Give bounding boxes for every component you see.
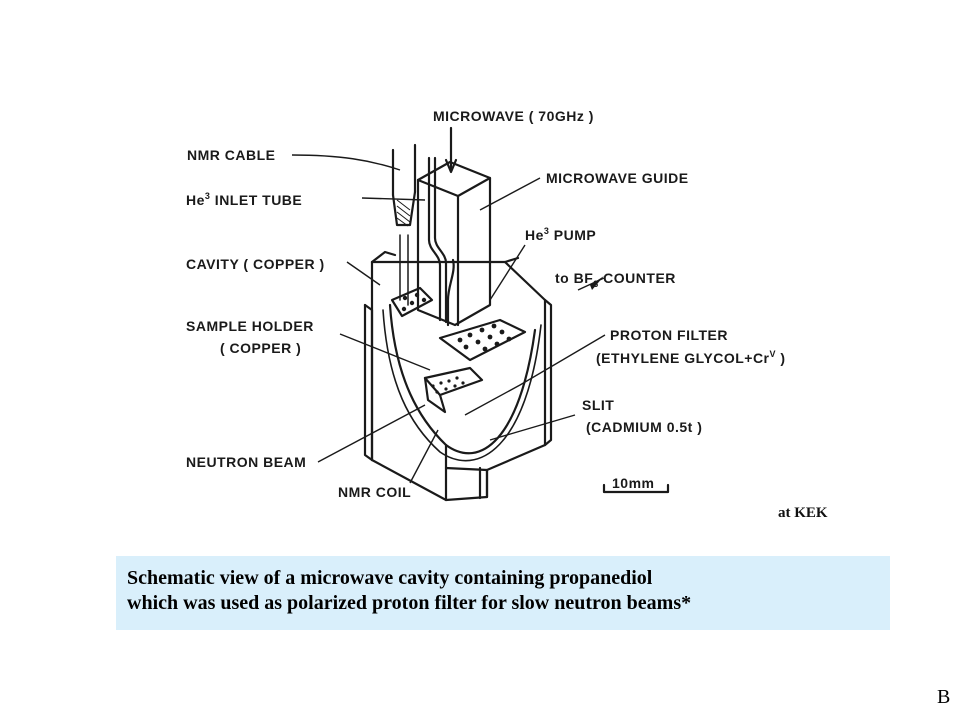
cavity-cutaway <box>382 303 542 470</box>
sample-holder <box>423 366 484 414</box>
label-scale: 10mm <box>612 475 654 491</box>
perforated-plate-left <box>390 286 434 318</box>
label-sample-holder-material: ( COPPER ) <box>220 340 301 356</box>
he3-pump-tube <box>446 258 455 327</box>
cable-hatching <box>396 199 411 227</box>
caption-line-1: Schematic view of a microwave cavity con… <box>127 567 653 589</box>
caption-line-2: which was used as polarized proton filte… <box>127 592 692 614</box>
label-he3-pump: He3 PUMP <box>525 226 596 243</box>
label-slit-material: (CADMIUM 0.5t ) <box>586 419 702 435</box>
nmr-cable-tube <box>391 143 417 306</box>
leader-lines <box>291 154 606 484</box>
label-neutron-beam: NEUTRON BEAM <box>186 454 306 470</box>
label-nmr-coil: NMR COIL <box>338 484 411 500</box>
page-letter: B <box>937 686 951 708</box>
plate-holes <box>401 292 512 394</box>
label-nmr-cable: NMR CABLE <box>187 147 276 163</box>
microwave-arrowhead <box>444 158 458 174</box>
label-proton-filter-material: (ETHYLENE GLYCOL+CrV ) <box>596 349 786 366</box>
label-microwave: MICROWAVE ( 70GHz ) <box>433 108 594 124</box>
label-cavity: CAVITY ( COPPER ) <box>186 256 325 272</box>
scale-bar <box>602 483 670 494</box>
label-slit: SLIT <box>582 397 614 413</box>
label-proton-filter: PROTON FILTER <box>610 327 728 343</box>
label-bf3-counter: to BF3 COUNTER <box>555 270 676 289</box>
label-sample-holder: SAMPLE HOLDER <box>186 318 314 334</box>
label-he3-inlet-tube: He3 INLET TUBE <box>186 191 302 208</box>
label-microwave-guide: MICROWAVE GUIDE <box>546 170 689 186</box>
caption-box: Schematic view of a microwave cavity con… <box>116 556 890 630</box>
perforated-plate-right <box>438 318 527 362</box>
he3-inlet-tube <box>427 156 448 324</box>
credit-text: at KEK <box>778 505 828 521</box>
